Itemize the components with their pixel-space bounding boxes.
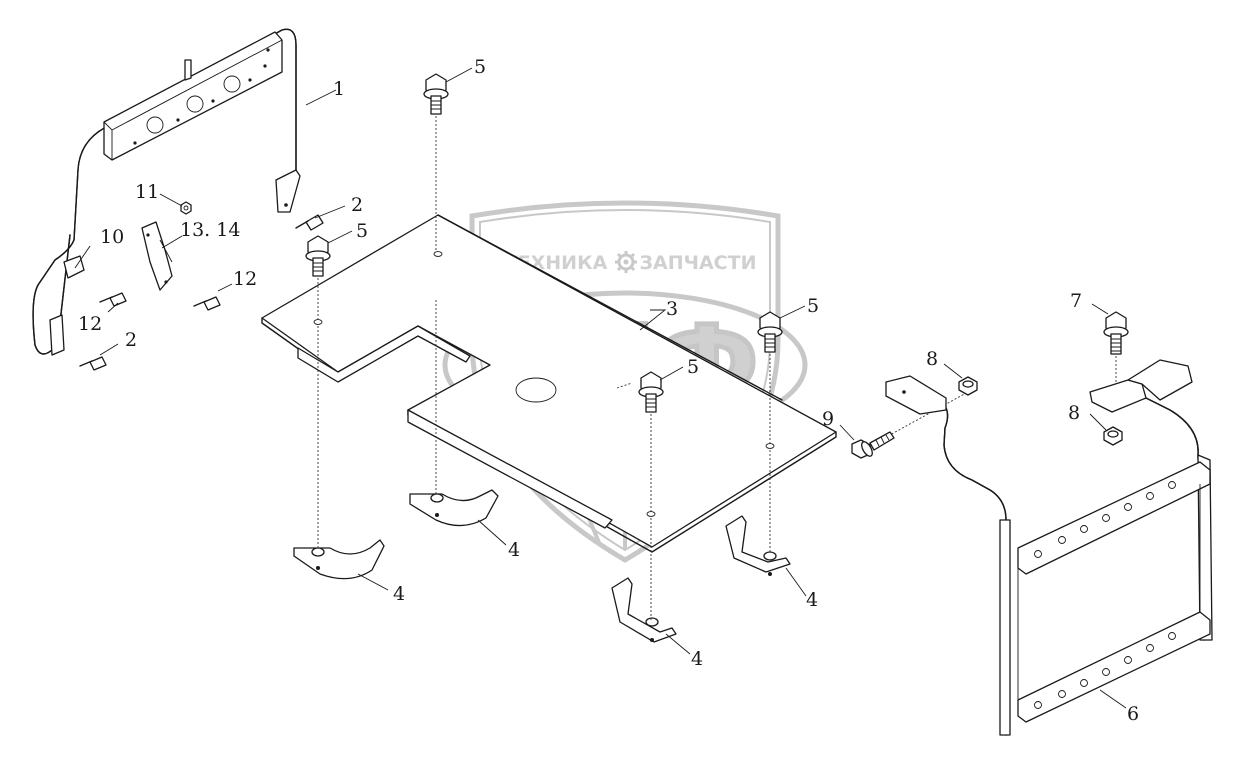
assembly-axes (317, 116, 1117, 620)
callout-3: 3 (666, 298, 678, 320)
callout-8-a: 8 (926, 348, 938, 370)
callout-4-d: 4 (806, 589, 818, 611)
part-4-bracket-a (293, 539, 385, 580)
part-5-bolt-c (757, 311, 783, 353)
callout-labels: 1 2 2 3 4 4 4 4 5 5 5 5 6 7 8 8 9 10 11 … (78, 56, 1139, 725)
part-4-bracket-d (725, 515, 791, 576)
part-11-nut (180, 201, 192, 215)
callout-5-d: 5 (687, 356, 699, 378)
part-3-platform-plate (261, 214, 837, 553)
part-12-bolt-b (193, 296, 221, 311)
part-6-step-ladder (885, 359, 1213, 736)
callout-4-b: 4 (508, 539, 520, 561)
callout-7: 7 (1070, 290, 1082, 312)
part-2-bolt-upper (295, 214, 324, 231)
callout-2-upper: 2 (351, 194, 363, 216)
part-5-bolt-a (423, 73, 449, 115)
callout-2-lower: 2 (125, 329, 137, 351)
watermark-text-right: ЗАПЧАСТИ (640, 252, 757, 274)
part-13-14-bracket (141, 221, 173, 291)
part-5-bolt-d (638, 371, 664, 413)
callout-5-b: 5 (356, 220, 368, 242)
gear-icon (615, 251, 637, 273)
part-8-nut-a (958, 376, 978, 396)
callout-13-14: 13. 14 (180, 219, 240, 241)
callout-4-a: 4 (393, 583, 405, 605)
callout-1: 1 (333, 78, 345, 100)
part-9-bolt (851, 431, 895, 459)
callout-12-b: 12 (233, 268, 257, 290)
leader-lines (74, 67, 1127, 709)
part-7-bolt (1103, 311, 1129, 355)
callout-6: 6 (1127, 703, 1139, 725)
callout-9: 9 (822, 408, 834, 430)
part-4-bracket-c (611, 577, 677, 643)
part-8-nut-b (1103, 426, 1123, 446)
callout-11: 11 (135, 181, 159, 203)
part-2-bolt-lower (79, 356, 107, 371)
callout-8-b: 8 (1068, 402, 1080, 424)
callout-5-a: 5 (474, 56, 486, 78)
callout-12-a: 12 (78, 313, 102, 335)
part-1-handrail-bracket (32, 28, 301, 356)
part-12-bolt-a (99, 292, 127, 307)
part-5-bolt-b (305, 235, 331, 277)
callout-10: 10 (100, 226, 124, 248)
callout-4-c: 4 (691, 648, 703, 670)
callout-5-c: 5 (807, 295, 819, 317)
part-4-bracket-b (409, 489, 499, 527)
